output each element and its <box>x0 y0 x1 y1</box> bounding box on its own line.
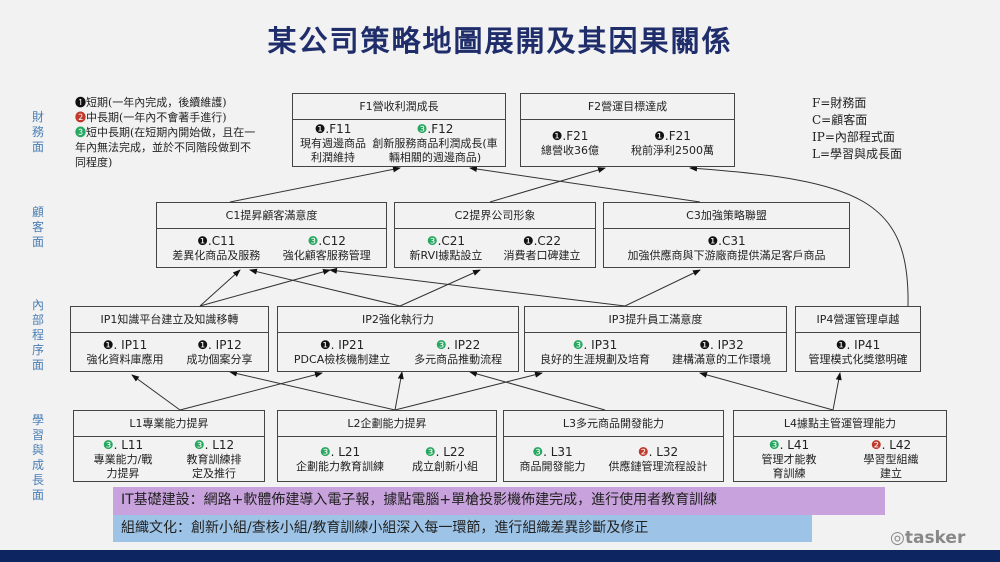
it-infrastructure-bar: IT基礎建設：網路+軟體佈建導入電子報，據點電腦+單槍投影機佈建完成，進行使用者… <box>113 487 885 515</box>
perspective-financial: 財務面 <box>31 110 44 154</box>
abbreviation-legend: F=財務面 C=顧客面 IP=內部程式面 L=學習與成長面 <box>812 95 902 163</box>
objective-title: IP4營運管理卓越 <box>796 307 920 333</box>
objective-title: L2企劃能力提昇 <box>278 411 496 437</box>
perspective-customer: 顧客面 <box>31 205 44 249</box>
abbrev-ip: IP=內部程式面 <box>812 130 895 144</box>
objective-title: L1專業能力提昇 <box>74 411 264 437</box>
mid-term-mark: ❷ <box>75 111 86 124</box>
legend-mixed: 短中長期(在短期內開始做，且在一年內無法完成，並於不同階段做到不同程度) <box>75 126 256 169</box>
abbrev-l: L=學習與成長面 <box>812 147 903 161</box>
perspective-internal: 內部程序面 <box>31 298 44 372</box>
org-culture-bar: 組織文化：創新小組/查核小組/教育訓練小組深入每一環節，進行組織差異診斷及修正 <box>113 515 812 542</box>
abbrev-f: F=財務面 <box>812 96 867 110</box>
objective-title: L3多元商品開發能力 <box>504 411 723 437</box>
legend-mid: 中長期(一年內不會著手進行) <box>86 111 227 124</box>
perspective-learning: 學習與成長面 <box>31 413 44 502</box>
abbrev-c: C=顧客面 <box>812 113 868 127</box>
objective-title: F2營運目標達成 <box>521 94 734 120</box>
legend-short: 短期(一年內完成，後續維護) <box>86 96 227 109</box>
objective-title: F1營收利潤成長 <box>293 94 505 120</box>
objective-title: IP1知識平台建立及知識移轉 <box>71 307 268 333</box>
tasker-logo: ◎tasker <box>890 528 966 548</box>
footer-band <box>0 550 1000 562</box>
objective-title: C2提界公司形象 <box>395 203 595 229</box>
objective-title: IP2強化執行力 <box>278 307 518 333</box>
short-term-mark: ❶ <box>75 96 86 109</box>
objective-title: C3加強策略聯盟 <box>604 203 849 229</box>
timeframe-legend: ❶短期(一年內完成，後續維護) ❷中長期(一年內不會著手進行) ❸短中長期(在短… <box>75 95 260 170</box>
page-title: 某公司策略地圖展開及其因果關係 <box>267 24 733 58</box>
objective-title: IP3提升員工滿意度 <box>525 307 786 333</box>
objective-title: L4據點主管運管理能力 <box>734 411 946 437</box>
mixed-term-mark: ❸ <box>75 126 86 139</box>
objective-title: C1提昇顧客滿意度 <box>157 203 386 229</box>
